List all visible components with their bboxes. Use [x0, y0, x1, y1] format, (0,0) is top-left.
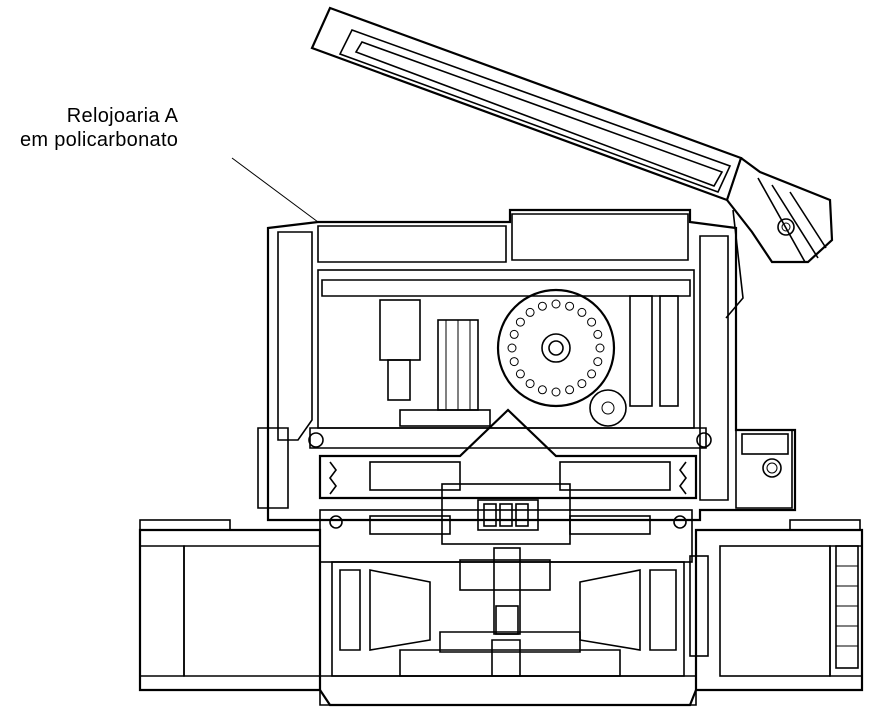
gear-hole — [587, 317, 597, 327]
screw-mid-right — [696, 432, 712, 448]
register-gear-large — [496, 288, 616, 408]
gear-hole — [595, 343, 605, 353]
gear-hole — [537, 301, 547, 311]
gear-hole — [577, 379, 587, 389]
gear-hole — [509, 329, 519, 339]
screw-right — [762, 458, 782, 478]
register-lid — [310, 6, 834, 319]
gear-hole — [565, 385, 575, 395]
register-housing — [257, 208, 797, 522]
meter-body — [138, 519, 864, 707]
gear-teeth-holes — [507, 299, 605, 397]
outlet-thread — [789, 519, 861, 531]
hinge-pin — [777, 218, 795, 236]
register-gear-small — [589, 389, 627, 427]
gear-hole — [551, 387, 561, 397]
screw-left — [308, 432, 324, 448]
callout-leader-line — [231, 157, 319, 223]
gear-hole — [537, 385, 547, 395]
gear-hole — [587, 369, 597, 379]
gear-hole — [525, 379, 535, 389]
gear-hole — [515, 317, 525, 327]
gear-hole — [593, 329, 603, 339]
gear-hole — [507, 343, 517, 353]
gear-hole — [551, 299, 561, 309]
gear-hole — [593, 357, 603, 367]
gear-hole — [577, 307, 587, 317]
gear-hole — [565, 301, 575, 311]
callout-line-1: Relojoaria A — [66, 105, 179, 127]
callout-label: Relojoaria A em policarbonato — [20, 104, 178, 152]
gear-hole — [515, 369, 525, 379]
callout-line-2: em policarbonato — [20, 129, 179, 151]
gear-hole — [525, 307, 535, 317]
gear-hole — [509, 357, 519, 367]
register-mechanism — [308, 269, 712, 449]
separation-plate — [318, 408, 698, 563]
inlet-thread — [139, 519, 231, 531]
